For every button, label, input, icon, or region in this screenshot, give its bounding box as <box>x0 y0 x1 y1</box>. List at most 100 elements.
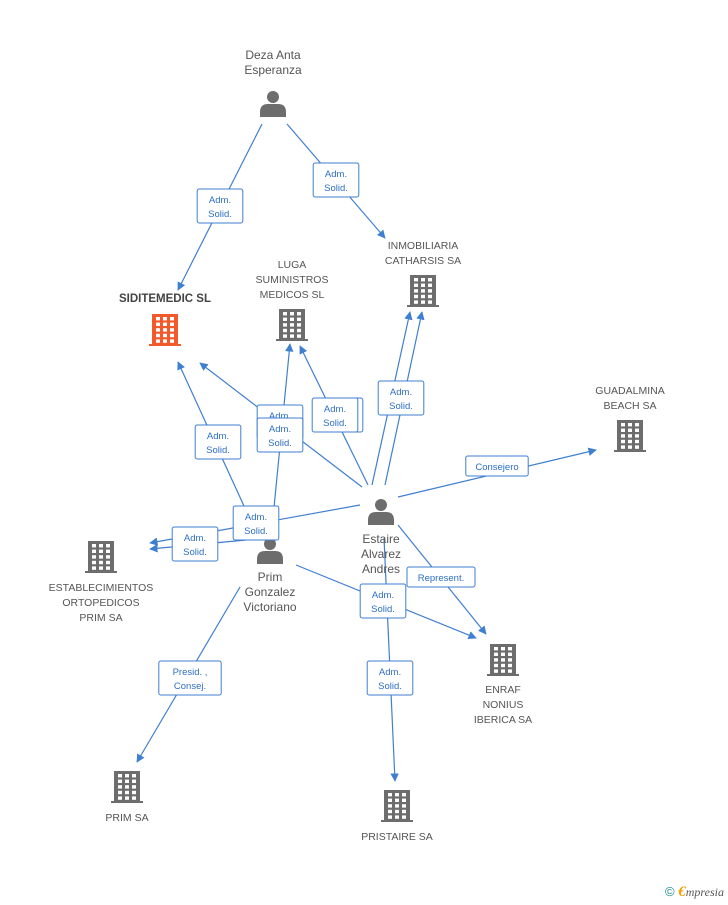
building-window <box>621 445 625 449</box>
edge-label-text: Adm. <box>269 424 291 435</box>
edge-label[interactable]: Adm. Solid. <box>232 505 280 541</box>
edge-label[interactable]: Adm. Solid. <box>194 424 242 460</box>
building-window <box>92 555 96 559</box>
building-window <box>163 322 167 326</box>
building-window <box>508 647 512 651</box>
building-window <box>132 785 136 789</box>
building-window <box>156 339 160 343</box>
building-window <box>118 790 122 795</box>
edge-label-text: Adm. <box>245 512 267 523</box>
building-window <box>428 289 432 293</box>
building-window <box>290 323 294 327</box>
building-icon <box>85 541 117 573</box>
building-window <box>290 328 294 333</box>
node-label: GUADALMINA <box>595 385 664 397</box>
node-label: Deza Anta <box>245 48 301 62</box>
edge-label[interactable]: Presid. ,Consej. <box>158 660 222 696</box>
building-window <box>132 774 136 778</box>
building-base <box>381 820 413 822</box>
building-window <box>170 322 174 326</box>
building-window <box>621 423 625 427</box>
edge-label[interactable]: Adm.Solid. <box>171 526 219 562</box>
edge-label-text: Adm. <box>207 431 229 442</box>
edge-label-box <box>465 455 529 477</box>
building-window <box>125 779 129 783</box>
building-icon <box>614 420 646 452</box>
brand-logo: €mpresia <box>678 884 724 900</box>
edge-label-text: Solid. <box>389 401 413 412</box>
building-base <box>85 571 117 573</box>
building-window <box>494 669 498 673</box>
building-base <box>614 450 646 452</box>
edge-estaire-pristaire <box>383 537 399 782</box>
building-window <box>508 658 512 662</box>
node-pristaire[interactable]: PRISTAIRE SA <box>361 790 433 843</box>
edge-label-text: Solid. <box>206 445 230 456</box>
edge-label-box <box>311 397 359 433</box>
node-primsa[interactable]: PRIM SA <box>105 771 149 824</box>
edge-label-text: Adm. <box>324 404 346 415</box>
building-window <box>421 300 425 304</box>
building-window <box>501 647 505 651</box>
building-window <box>494 658 498 662</box>
node-label: ESTABLECIMIENTOS <box>49 582 154 594</box>
node-label: LUGA <box>278 259 307 271</box>
edge-label-text: Solid. <box>268 438 292 449</box>
edge-label-box <box>406 566 476 588</box>
building-window <box>156 333 160 338</box>
building-window <box>628 439 632 444</box>
edge-label[interactable]: Adm.Solid. <box>196 188 244 224</box>
edge-label[interactable]: Adm.Solid. <box>366 660 414 696</box>
person-body <box>257 551 283 564</box>
person-icon <box>257 538 283 564</box>
building-window <box>428 283 432 287</box>
building-window <box>283 328 287 333</box>
building-window <box>106 560 110 565</box>
person-head <box>267 91 279 103</box>
edge-label[interactable]: Adm. Solid. <box>256 417 304 453</box>
edge-label[interactable]: Adm. Solid. <box>311 397 359 433</box>
building-window <box>99 544 103 548</box>
building-window <box>402 798 406 802</box>
building-window <box>106 549 110 553</box>
edge-label-text: Solid. <box>323 418 347 429</box>
building-window <box>118 779 122 783</box>
building-window <box>494 652 498 656</box>
edge-label[interactable]: Adm. Solid. <box>377 380 425 416</box>
edge-label[interactable]: Represent. <box>406 566 476 588</box>
building-window <box>395 815 399 819</box>
building-window <box>163 333 167 338</box>
building-window <box>501 652 505 656</box>
edge-label[interactable]: Consejero <box>465 455 529 477</box>
brand-name: mpresia <box>685 885 724 899</box>
edge-label-text: Adm. <box>372 590 394 601</box>
edge-label[interactable]: Adm.Solid. <box>312 162 360 198</box>
building-window <box>388 815 392 819</box>
building-window <box>92 560 96 565</box>
node-sidi[interactable]: SIDITEMEDIC SL <box>119 293 211 346</box>
building-window <box>635 423 639 427</box>
node-label: SIDITEMEDIC SL <box>119 293 211 305</box>
building-window <box>621 434 625 438</box>
edge-label[interactable]: Adm.Solid. <box>359 583 407 619</box>
node-label: NONIUS <box>483 699 524 711</box>
edge-label-text: Adm. <box>390 387 412 398</box>
building-window <box>428 278 432 282</box>
edge-label-box <box>359 583 407 619</box>
building-base <box>407 305 439 307</box>
edge-label-text: Consejero <box>475 462 518 473</box>
footer-brand: © €mpresia <box>665 884 724 901</box>
building-window <box>99 560 103 565</box>
edge-label-text: Solid. <box>244 526 268 537</box>
edge-label-box <box>158 660 222 696</box>
building-window <box>414 294 418 299</box>
person-head <box>264 538 276 550</box>
